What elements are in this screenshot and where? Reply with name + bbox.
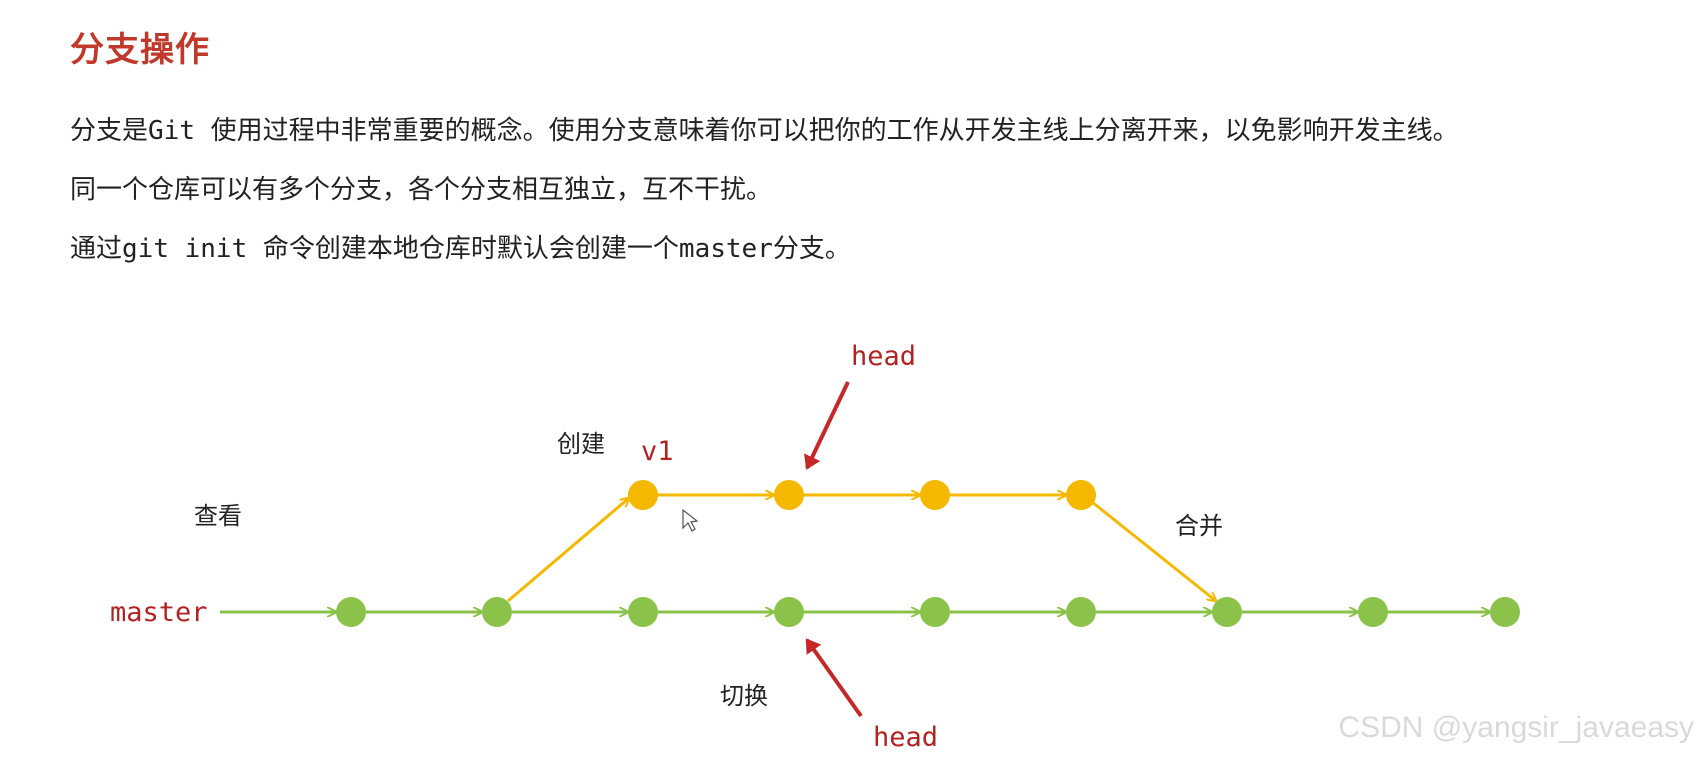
v1-branch-label: v1 bbox=[641, 436, 674, 467]
master-branch-label: master bbox=[110, 597, 208, 628]
master-commit-node bbox=[1358, 597, 1388, 627]
paragraph-text: 分支。 bbox=[772, 234, 851, 264]
page-title: 分支操作 bbox=[70, 30, 210, 70]
master-commit-node bbox=[774, 597, 804, 627]
branch-commit-node bbox=[1066, 480, 1096, 510]
master-commit-node bbox=[920, 597, 950, 627]
view-action-label: 查看 bbox=[194, 502, 242, 530]
head-label-top: head bbox=[851, 341, 916, 372]
master-commit-node bbox=[1490, 597, 1520, 627]
head-pointer-arrow-top bbox=[804, 381, 850, 470]
master-commit-node bbox=[482, 597, 512, 627]
head-label-bottom: head bbox=[873, 722, 938, 753]
paragraph-branch-independence: 同一个仓库可以有多个分支，各个分支相互独立，互不干扰。 bbox=[70, 169, 772, 206]
mouse-cursor-icon bbox=[682, 508, 699, 532]
branch-merge-edge bbox=[1091, 500, 1216, 601]
paragraph-text: 同一个仓库可以有多个分支，各个分支相互独立，互不干扰。 bbox=[70, 175, 773, 205]
switch-action-label: 切换 bbox=[720, 682, 768, 710]
master-merge-commit-node bbox=[1212, 597, 1242, 627]
branch-create-edge bbox=[507, 498, 629, 603]
paragraph-code: git init bbox=[122, 234, 263, 264]
master-commit-node bbox=[336, 597, 366, 627]
csdn-watermark: CSDN @yangsir_javaeasy bbox=[1338, 711, 1694, 744]
head-pointer-arrow-bottom bbox=[805, 638, 863, 718]
master-commit-node bbox=[1066, 597, 1096, 627]
paragraph-code: Git bbox=[148, 116, 211, 146]
merge-action-label: 合并 bbox=[1175, 512, 1223, 540]
paragraph-default-branch: 通过git init 命令创建本地仓库时默认会创建一个master分支。 bbox=[70, 228, 851, 265]
create-action-label: 创建 bbox=[557, 430, 605, 458]
paragraph-text: 分支是 bbox=[70, 116, 149, 146]
branch-commit-node bbox=[774, 480, 804, 510]
paragraph-text: 使用过程中非常重要的概念。使用分支意味着你可以把你的工作从开发主线上分离开来，以… bbox=[210, 116, 1459, 146]
paragraph-text: 命令创建本地仓库时默认会创建一个 bbox=[262, 234, 679, 264]
branch-commit-node bbox=[628, 480, 658, 510]
master-commit-node bbox=[628, 597, 658, 627]
branch-commit-node bbox=[920, 480, 950, 510]
paragraph-code: master bbox=[678, 234, 773, 264]
paragraph-text: 通过 bbox=[70, 234, 123, 264]
paragraph-branch-concept: 分支是Git 使用过程中非常重要的概念。使用分支意味着你可以把你的工作从开发主线… bbox=[70, 110, 1459, 147]
